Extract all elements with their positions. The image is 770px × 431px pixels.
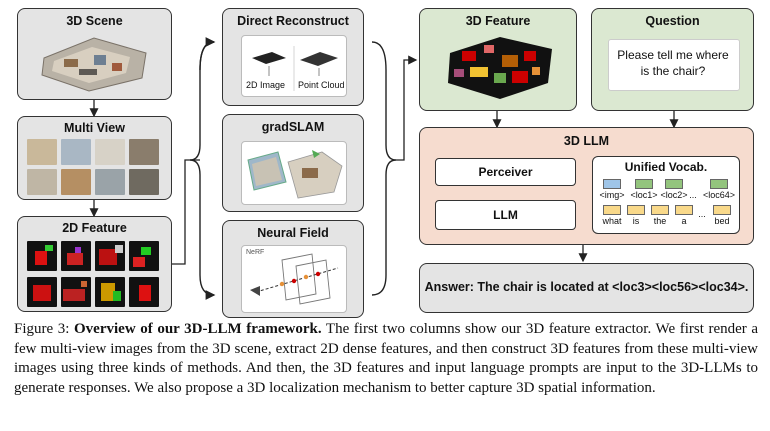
token-loc64 [710, 179, 728, 189]
question-title: Question [645, 14, 700, 28]
multi-view-title: Multi View [64, 121, 125, 135]
question-text: Please tell me where is the chair? [617, 48, 729, 78]
view-thumb [61, 139, 91, 165]
neural-field-image: NeRF [241, 245, 347, 313]
feature-thumb [95, 241, 125, 271]
figure-caption: Figure 3: Overview of our 3D-LLM framewo… [14, 320, 758, 398]
direct-reconstruct-image: 2D Image Point Cloud [241, 35, 347, 97]
token-label: <img> [599, 190, 625, 200]
token-loc1 [635, 179, 653, 189]
caption-label: Figure 3: [14, 321, 70, 337]
gradslam-title: gradSLAM [261, 120, 325, 134]
feature-thumb [61, 241, 91, 271]
arrow-2dfeature-to-methods [170, 159, 200, 265]
token-label: bed [714, 216, 730, 226]
view-thumb [61, 169, 91, 195]
feature-3d-image [448, 37, 552, 99]
connector-arrows [89, 37, 679, 300]
token-a [675, 205, 693, 215]
label-2d-image: 2D Image [246, 80, 286, 90]
scene-3d-image [41, 37, 147, 92]
perceiver-box: Perceiver [435, 158, 576, 186]
direct-reconstruct-box: Direct Reconstruct 2D Image Point Cloud [222, 8, 364, 106]
llm-box: LLM [435, 200, 576, 230]
feature-thumb [129, 241, 159, 271]
llm-3d-box: 3D LLM Perceiver LLM Unified Vocab. <img… [419, 127, 754, 245]
neural-field-box: Neural Field NeRF [222, 220, 364, 318]
gradslam-box: gradSLAM [222, 114, 364, 212]
multi-view-box: Multi View [17, 116, 172, 200]
llm-label: LLM [493, 208, 518, 222]
view-thumb [95, 169, 125, 195]
token-label: <loc1> [630, 190, 658, 200]
unified-vocab-box: Unified Vocab. <img> <loc1> <loc2> ... <… [592, 156, 740, 234]
view-thumb [27, 139, 57, 165]
feature-2d-box: 2D Feature [17, 216, 172, 312]
token-img [603, 179, 621, 189]
gradslam-image [241, 141, 347, 205]
feature-3d-box: 3D Feature [419, 8, 577, 111]
nerf-label: NeRF [246, 249, 265, 256]
answer-box: Answer: The chair is located at <loc3><l… [419, 263, 754, 313]
token-label: <loc2> [660, 190, 688, 200]
feature-3d-title: 3D Feature [465, 14, 531, 28]
label-point-cloud: Point Cloud [298, 80, 345, 90]
token-label: a [681, 216, 687, 226]
token-label: what [602, 216, 622, 226]
answer-text: Answer: The chair is located at <loc3><l… [424, 280, 749, 294]
feature-thumb [27, 277, 57, 307]
scene-3d-box: 3D Scene [17, 8, 172, 100]
feature-thumb [61, 277, 91, 307]
llm-3d-title: 3D LLM [563, 134, 610, 148]
token-the [651, 205, 669, 215]
question-bubble [608, 39, 740, 91]
view-thumb [129, 169, 159, 195]
scene-3d-title: 3D Scene [66, 14, 123, 28]
view-thumb [95, 139, 125, 165]
view-thumb [27, 169, 57, 195]
caption-bold: Overview of our 3D-LLM framework. [74, 321, 322, 337]
left-brace [189, 41, 216, 300]
direct-reconstruct-title: Direct Reconstruct [237, 14, 349, 28]
feature-thumb [129, 277, 159, 307]
token-label: ... [698, 209, 706, 219]
view-thumb [129, 139, 159, 165]
feature-thumb [27, 241, 57, 271]
token-what [603, 205, 621, 215]
perceiver-label: Perceiver [478, 165, 533, 179]
feature-2d-title: 2D Feature [62, 221, 127, 235]
question-box: Question Please tell me where is the cha… [591, 8, 754, 111]
token-label: ... [689, 190, 697, 200]
caption-text: The first two columns show our 3D featur… [14, 321, 759, 396]
token-label: the [653, 216, 667, 226]
arrow-methods-to-3dfeature [396, 55, 418, 161]
token-bed [713, 205, 731, 215]
token-is [627, 205, 645, 215]
token-label: is [632, 216, 640, 226]
right-brace [371, 41, 397, 296]
feature-thumb [95, 277, 125, 307]
token-label: <loc64> [702, 190, 736, 200]
unified-vocab-title: Unified Vocab. [624, 160, 708, 174]
token-loc2 [665, 179, 683, 189]
neural-field-title: Neural Field [257, 226, 329, 240]
